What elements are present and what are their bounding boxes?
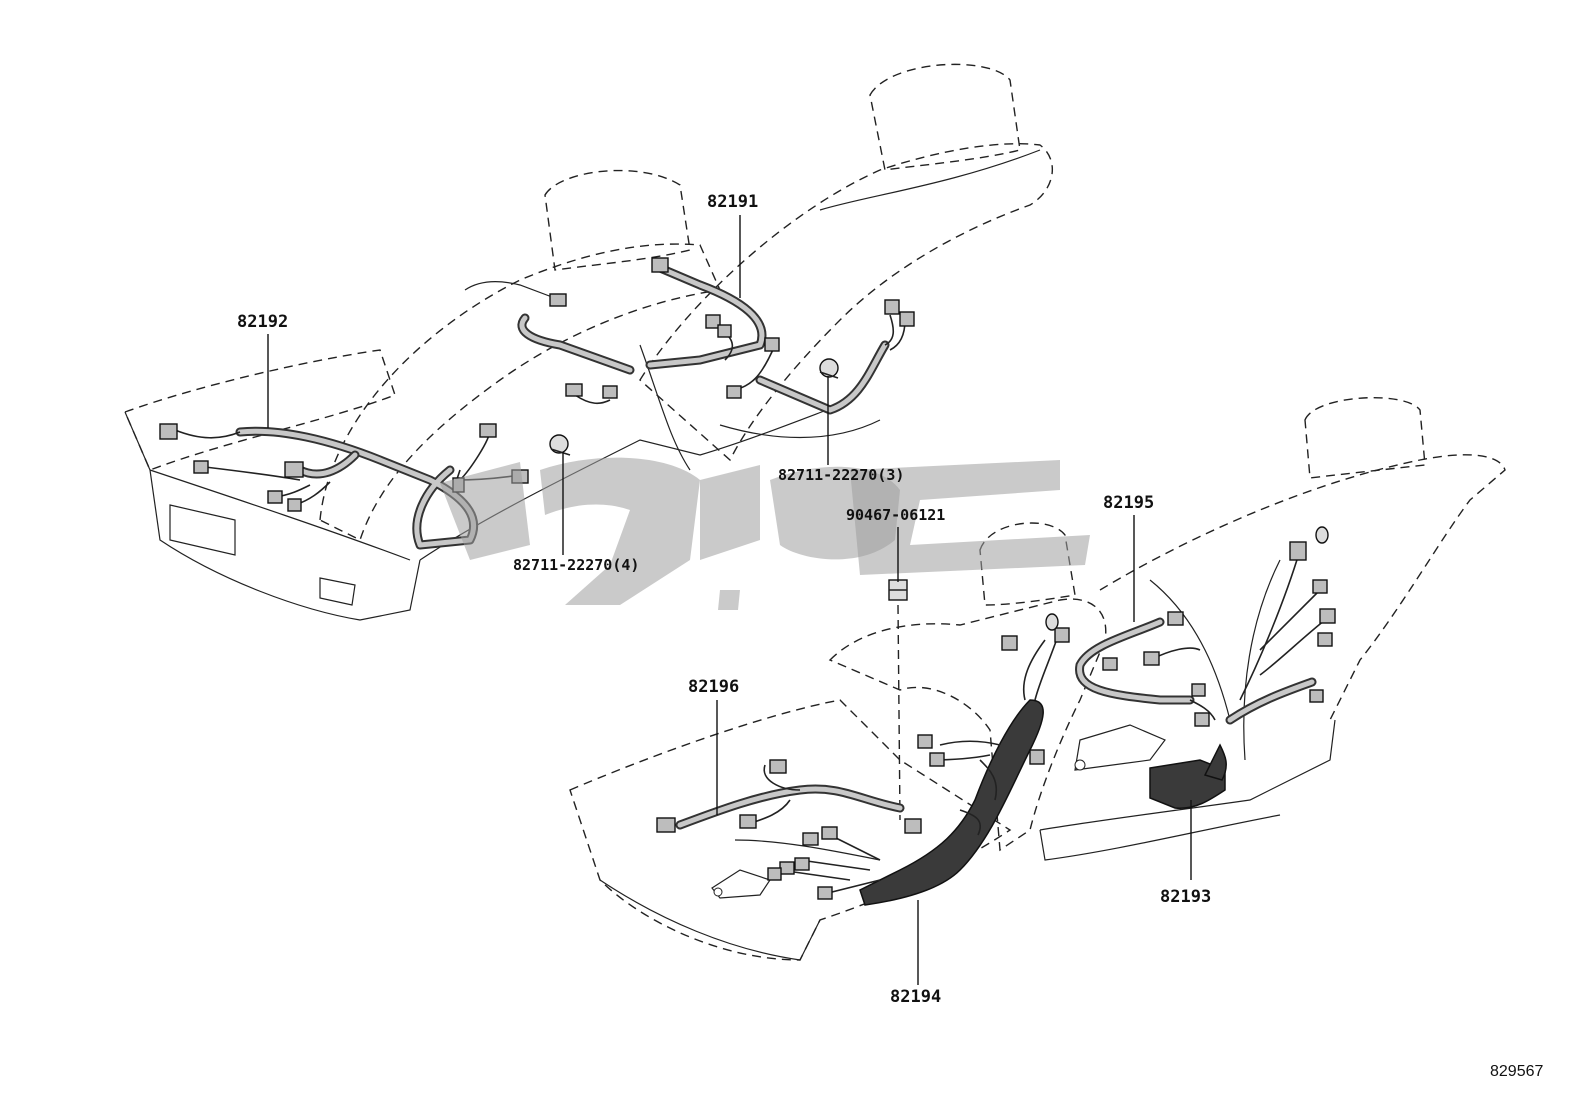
- lower-seat-assembly: [569, 396, 1506, 961]
- connector-icon: [767, 867, 782, 881]
- connector-icon: [779, 861, 795, 875]
- leader-lines: [267, 215, 1192, 985]
- part-label-clip-4: 82711-22270(4): [513, 556, 639, 574]
- connector-icon: [1102, 657, 1118, 671]
- connector-icon: [764, 337, 780, 352]
- connector-icon: [1191, 683, 1206, 697]
- connector-icon: [479, 423, 497, 438]
- connector-icon: [549, 293, 567, 307]
- connector-icon: [267, 490, 283, 504]
- diagram-id: 829567: [1490, 1063, 1543, 1080]
- part-label-82192: 82192: [237, 312, 288, 332]
- connector-icon: [565, 383, 583, 397]
- connector-icon: [1054, 627, 1070, 643]
- part-label-clip-3: 82711-22270(3): [778, 466, 904, 484]
- connector-icon: [1167, 611, 1184, 626]
- connector-icon: [1309, 689, 1324, 703]
- clip-icon: [819, 358, 839, 379]
- connector-icon: [794, 857, 810, 871]
- connector-icon: [651, 257, 669, 273]
- connector-icon: [1312, 579, 1328, 594]
- connector-icon: [1317, 632, 1333, 647]
- connector-icon: [917, 734, 933, 749]
- connector-icon: [656, 817, 676, 833]
- part-label-82195: 82195: [1103, 493, 1154, 513]
- connector-icon: [705, 314, 721, 329]
- connector-icon: [1319, 608, 1336, 624]
- part-label-82193: 82193: [1160, 887, 1211, 907]
- connector-icon: [1289, 541, 1307, 561]
- connector-icon: [602, 385, 618, 399]
- connector-icon: [817, 886, 833, 900]
- connector-icon: [717, 324, 732, 338]
- connector-icon: [1143, 651, 1160, 666]
- upper-seat-assembly: [124, 63, 1054, 621]
- connector-icon: [739, 814, 757, 829]
- part-label-82194: 82194: [890, 987, 941, 1007]
- clip-icon: [549, 434, 571, 456]
- connector-icon: [821, 826, 838, 840]
- connector-icon: [899, 311, 915, 327]
- connector-icon: [1029, 749, 1045, 765]
- grommet-icon: [1045, 613, 1059, 631]
- connector-icon: [802, 832, 819, 846]
- connector-icon: [193, 460, 209, 474]
- connector-icon: [1194, 712, 1210, 727]
- connector-icon: [726, 385, 742, 399]
- connector-icon: [284, 461, 304, 478]
- connector-icon: [884, 299, 900, 315]
- connector-icon: [769, 759, 787, 774]
- connector-icon: [929, 752, 945, 767]
- watermark-logo: [440, 457, 1090, 610]
- grommet-icon: [1315, 526, 1329, 544]
- connector-icon: [904, 818, 922, 834]
- connector-icon: [1001, 635, 1018, 651]
- connector-icon: [287, 498, 302, 512]
- part-label-nut: 90467-06121: [846, 506, 945, 524]
- connector-icon: [159, 423, 178, 440]
- part-label-82191: 82191: [707, 192, 758, 212]
- nut-icon: [888, 579, 908, 601]
- part-label-82196: 82196: [688, 677, 739, 697]
